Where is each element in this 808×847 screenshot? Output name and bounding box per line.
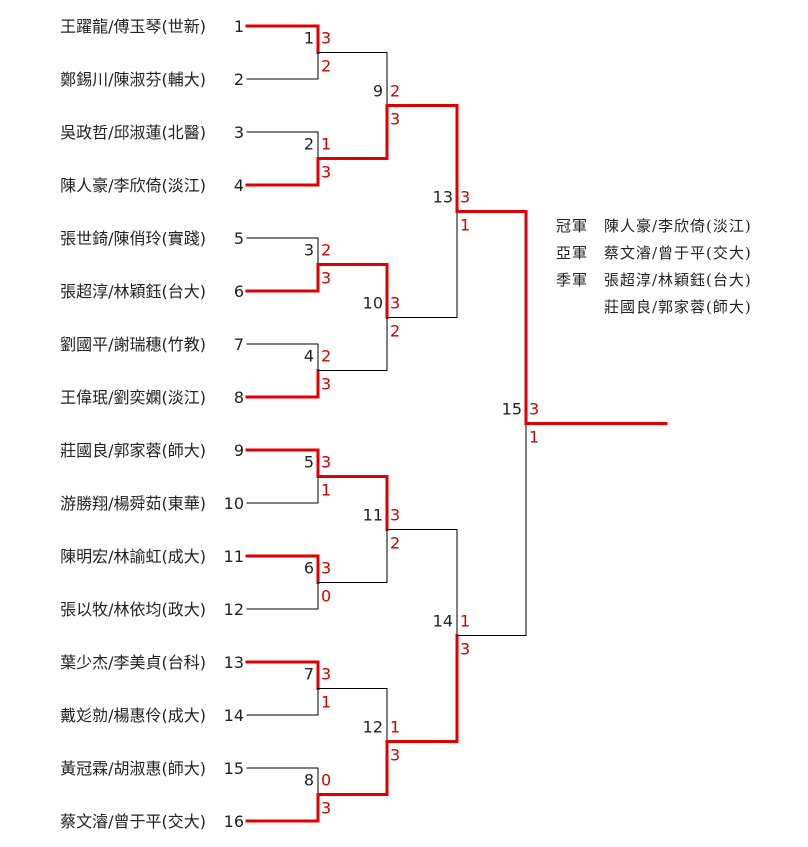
match-score: 1 [321,135,331,154]
match-number: 3 [304,241,314,260]
match-number: 14 [433,612,453,631]
result-third-place: 季軍張超淳/林穎鈺(台大) [556,267,800,294]
match-score: 3 [390,506,400,525]
match-score: 2 [321,57,331,76]
match-score: 3 [321,453,331,472]
player-seed: 16 [224,812,244,831]
player-name: 葉少杰/李美貞(台科) [60,653,206,672]
result-name: 莊國良/郭家蓉(師大) [604,298,752,316]
player-name: 戴彣勍/楊惠伶(成大) [60,706,206,725]
match-score: 3 [321,665,331,684]
player-name: 陳人豪/李欣倚(淡江) [60,176,206,195]
result-third-place-shared: 莊國良/郭家蓉(師大) [556,294,800,321]
player-seed: 13 [224,653,244,672]
match-score: 2 [321,241,331,260]
match-number: 11 [363,506,383,525]
match-score: 3 [460,640,470,659]
match-score: 3 [321,163,331,182]
player-name: 鄭錫川/陳淑芬(輔大) [60,70,206,89]
player-seed: 3 [234,123,244,142]
match-number: 7 [304,665,314,684]
match-score: 3 [321,559,331,578]
match-score: 3 [390,294,400,313]
result-name: 蔡文濬/曾于平(交大) [604,244,752,262]
player-name: 劉國平/謝瑞穗(竹教) [60,335,206,354]
player-name: 王躍龍/傅玉琴(世新) [60,17,206,36]
player-name: 張世錡/陳俏玲(實踐) [60,229,206,248]
match-number: 5 [304,453,314,472]
result-title: 亞軍 [556,244,589,262]
match-score: 1 [460,216,470,235]
match-score: 3 [321,375,331,394]
match-number: 12 [363,718,383,737]
match-score: 2 [390,82,400,101]
player-seed: 5 [234,229,244,248]
player-name: 吳政哲/邱淑蓮(北醫) [60,123,206,142]
player-name: 王偉珉/劉奕嫻(淡江) [60,388,206,407]
player-name: 陳明宏/林諭虹(成大) [60,547,206,566]
player-seed: 10 [224,494,244,513]
match-number: 9 [373,82,383,101]
results-panel: 冠軍陳人豪/李欣倚(淡江) 亞軍蔡文濬/曾于平(交大) 季軍張超淳/林穎鈺(台大… [556,213,800,321]
result-name: 陳人豪/李欣倚(淡江) [604,217,752,235]
player-name: 莊國良/郭家蓉(師大) [60,441,206,460]
match-score: 3 [390,110,400,129]
player-seed: 9 [234,441,244,460]
result-name: 張超淳/林穎鈺(台大) [604,271,752,289]
match-number: 15 [502,400,522,419]
player-seed: 12 [224,600,244,619]
result-runner-up: 亞軍蔡文濬/曾于平(交大) [556,240,800,267]
match-score: 2 [390,322,400,341]
player-seed: 11 [224,547,244,566]
match-number: 8 [304,771,314,790]
match-score: 1 [321,481,331,500]
match-score: 3 [529,400,539,419]
match-number: 6 [304,559,314,578]
match-score: 3 [321,269,331,288]
player-seed: 15 [224,759,244,778]
match-score: 3 [321,799,331,818]
match-score: 3 [460,188,470,207]
player-name: 蔡文濬/曾于平(交大) [60,812,206,831]
match-number: 2 [304,135,314,154]
player-seed: 4 [234,176,244,195]
match-number: 1 [304,29,314,48]
match-number: 13 [433,188,453,207]
match-score: 3 [321,29,331,48]
player-name: 張以牧/林依均(政大) [60,600,206,619]
result-champion: 冠軍陳人豪/李欣倚(淡江) [556,213,800,240]
match-score: 3 [390,746,400,765]
player-seed: 6 [234,282,244,301]
result-title: 季軍 [556,271,589,289]
match-number: 10 [363,294,383,313]
match-score: 2 [321,347,331,366]
player-seed: 8 [234,388,244,407]
player-name: 黃冠霖/胡淑惠(師大) [60,759,206,778]
match-score: 0 [321,587,331,606]
match-score: 2 [390,534,400,553]
result-title: 冠軍 [556,217,589,235]
player-name: 張超淳/林穎鈺(台大) [60,282,206,301]
player-seed: 14 [224,706,244,725]
match-score: 1 [321,693,331,712]
player-seed: 1 [234,17,244,36]
player-seed: 7 [234,335,244,354]
match-score: 1 [529,428,539,447]
match-score: 1 [460,612,470,631]
player-name: 游勝翔/楊舜茹(東華) [60,494,206,513]
player-seed: 2 [234,70,244,89]
match-score: 1 [390,718,400,737]
match-score: 0 [321,771,331,790]
match-number: 4 [304,347,314,366]
